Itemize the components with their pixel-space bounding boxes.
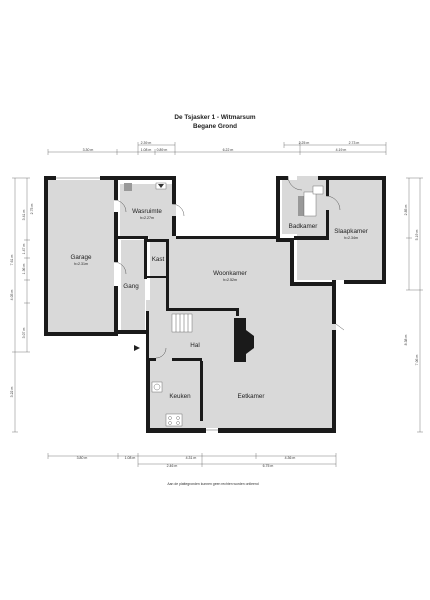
- dim-top-inner-a: 2.39 m: [141, 141, 152, 145]
- walls: [44, 176, 386, 433]
- room-gang-name: Gang: [123, 283, 139, 290]
- dim-left-inner-c: 1.47 m: [22, 244, 26, 255]
- dim-left-inner-a: 3.41 m: [22, 210, 26, 221]
- dim-left-c: 3.22 m: [10, 387, 14, 398]
- dim-bottom-a: 3.80 m: [77, 456, 88, 460]
- left-dimensions: 7.61 m 4.05 m 3.22 m 3.41 m 2.75 m 1.47 …: [10, 177, 34, 433]
- room-keuken-name: Keuken: [169, 393, 191, 400]
- plan-subtitle: Begane Grond: [193, 123, 237, 130]
- fixtures: [56, 175, 345, 431]
- dim-bottom-inner-a: 2.46 m: [167, 464, 178, 468]
- room-eetkamer-name: Eetkamer: [238, 393, 265, 400]
- room-hal-name: Hal: [190, 342, 199, 349]
- dim-right-d: 7.06 m: [415, 355, 419, 366]
- top-dimensions: 2.39 m 2.25 m 2.73 m 3.30 m 1.08 m 0.89 …: [47, 141, 387, 155]
- dim-top-inner-b: 2.25 m: [299, 141, 310, 145]
- plan-title: De Tsjasker 1 - Witmarsum: [174, 114, 255, 121]
- right-dimensions: 2.85 m 5.19 m 8.38 m 7.06 m: [404, 177, 423, 433]
- room-slaapkamer-height: h=2.34m: [344, 236, 358, 240]
- dim-top-mid-b: 0.89 m: [157, 148, 168, 152]
- room-kast-name: Kast: [152, 256, 165, 263]
- dim-bottom-d: 4.36 m: [285, 456, 296, 460]
- dim-left-inner-e: 3.07 m: [22, 328, 26, 339]
- dim-left-b: 4.05 m: [10, 290, 14, 301]
- room-wasruimte-height: h=2.27m: [140, 216, 154, 220]
- room-garage-height: h=2.31m: [74, 262, 88, 266]
- room-garage-name: Garage: [70, 254, 92, 261]
- dim-top-mid-a: 1.08 m: [141, 148, 152, 152]
- room-woonkamer-height: h=2.52m: [223, 278, 237, 282]
- dim-bottom-b: 1.08 m: [125, 456, 136, 460]
- bottom-dimensions: 3.80 m 1.08 m 4.31 m 4.36 m 2.46 m 6.75 …: [47, 453, 337, 468]
- dim-bottom-inner-b: 6.75 m: [263, 464, 274, 468]
- dim-right-a: 2.85 m: [404, 205, 408, 216]
- dim-top-left: 3.30 m: [83, 148, 94, 152]
- dim-bottom-c: 4.31 m: [186, 456, 197, 460]
- dim-top-center: 6.22 m: [223, 148, 234, 152]
- room-badkamer-name: Badkamer: [289, 223, 318, 230]
- dim-top-inner-c: 2.73 m: [349, 141, 360, 145]
- room-slaapkamer-name: Slaapkamer: [334, 228, 368, 235]
- room-wasruimte-name: Wasruimte: [132, 208, 162, 215]
- dim-left-a: 7.61 m: [10, 255, 14, 266]
- dim-left-inner-d: 1.36 m: [22, 264, 26, 275]
- dim-right-b: 5.19 m: [415, 230, 419, 241]
- dim-left-inner-b: 2.75 m: [30, 204, 34, 215]
- room-woonkamer-name: Woonkamer: [213, 270, 247, 277]
- dim-top-right: 4.19 m: [336, 148, 347, 152]
- footer-disclaimer: Aan de plattegronden kunnen geen rechten…: [167, 482, 258, 486]
- dim-right-c: 8.38 m: [404, 335, 408, 346]
